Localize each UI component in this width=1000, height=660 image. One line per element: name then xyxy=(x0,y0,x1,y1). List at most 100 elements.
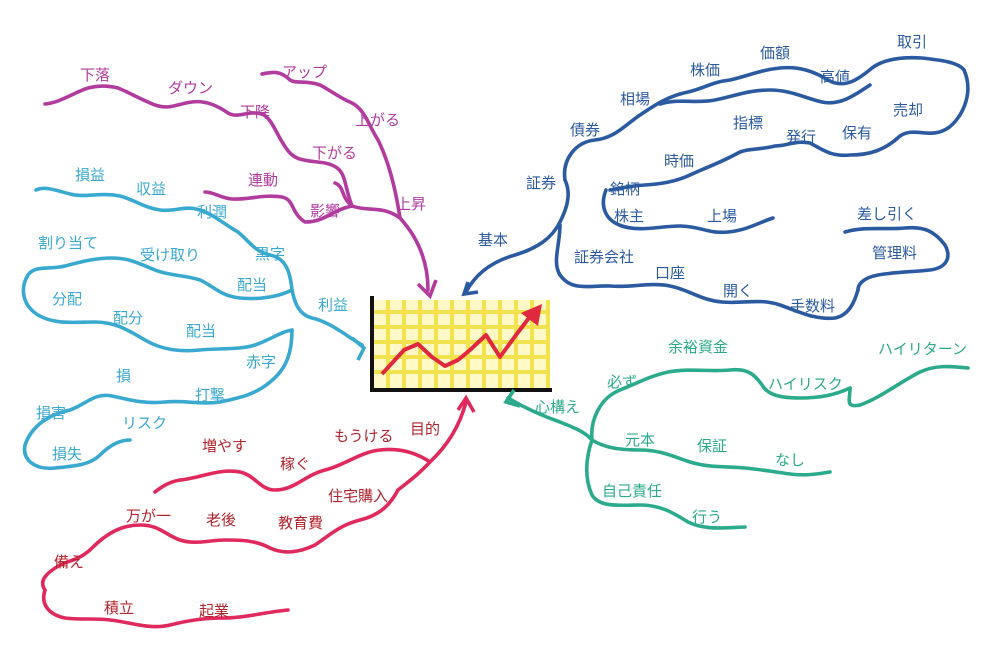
label-hoshou: 保証 xyxy=(697,437,727,455)
teal-self-branch xyxy=(584,438,747,530)
label-takane: 高値 xyxy=(820,68,850,86)
label-hiraku: 開く xyxy=(723,282,753,300)
chart-arrow-head xyxy=(521,304,542,326)
teal-main-branch xyxy=(506,396,594,442)
blue-securities-branch xyxy=(562,55,966,182)
label-haitou-2: 配当 xyxy=(186,322,216,340)
chart-axes xyxy=(370,296,552,392)
label-sonshitsu: 損失 xyxy=(52,445,82,463)
label-yoyuu-shikin: 余裕資金 xyxy=(668,338,728,356)
blue-company-branch xyxy=(554,223,860,321)
label-sashihiku: 差し引く xyxy=(857,205,917,223)
branch-purple xyxy=(43,70,438,300)
blue-arrow-icon xyxy=(461,281,479,297)
label-shihyou: 指標 xyxy=(733,114,763,132)
label-meigara: 銘柄 xyxy=(610,180,640,198)
label-akaji: 赤字 xyxy=(246,353,276,371)
pink-future-branch xyxy=(40,488,400,592)
label-kokorogamae: 心構え xyxy=(535,398,580,416)
label-rijun: 利潤 xyxy=(197,203,227,221)
label-kasegu: 稼ぐ xyxy=(280,455,310,473)
purple-right-branch xyxy=(260,70,402,220)
label-kuroji: 黒字 xyxy=(255,245,285,263)
label-kigyou: 起業 xyxy=(199,602,229,620)
label-son: 損 xyxy=(116,367,131,385)
label-mokuteki: 目的 xyxy=(410,420,440,438)
cyan-dividend-branch xyxy=(21,256,294,353)
label-down: ダウン xyxy=(168,79,213,97)
label-wariate: 割り当て xyxy=(38,234,98,252)
cyan-main-branch xyxy=(34,186,364,347)
blue-fee-branch xyxy=(843,225,950,292)
label-kakou: 下降 xyxy=(240,103,270,121)
label-ganpon: 元本 xyxy=(625,431,655,449)
label-mangaichi: 万が一 xyxy=(126,507,171,525)
label-nashi: なし xyxy=(775,451,805,469)
label-fuyasu: 増やす xyxy=(202,437,247,455)
label-joushou: 上昇 xyxy=(396,195,426,213)
label-kihon: 基本 xyxy=(478,231,508,249)
blue-price-branch xyxy=(658,83,872,106)
teal-must-branch xyxy=(589,367,852,442)
label-shouken: 証券 xyxy=(526,174,556,192)
central-chart-image xyxy=(370,296,552,392)
blue-shares-branch xyxy=(601,188,775,235)
chart-trend-line xyxy=(380,312,534,376)
label-jiko-sekinin: 自己責任 xyxy=(602,482,662,500)
label-tesuuryou: 手数料 xyxy=(790,297,835,315)
branch-cyan xyxy=(21,186,367,471)
label-torihiki: 取引 xyxy=(897,33,927,51)
purple-upper-branch xyxy=(43,84,354,208)
label-dageki: 打撃 xyxy=(195,386,225,404)
purple-main-branch xyxy=(333,181,430,292)
label-sagaru: 下がる xyxy=(312,144,357,162)
label-sonae: 備え xyxy=(54,553,84,571)
pink-earn-branch xyxy=(153,447,432,494)
label-uketori: 受け取り xyxy=(140,246,200,264)
label-high-risk: ハイリスク xyxy=(768,375,843,393)
label-eikyou: 影響 xyxy=(310,202,340,220)
label-kabuka: 株価 xyxy=(690,61,720,79)
pink-arrow-icon xyxy=(456,394,476,413)
label-haibun: 配分 xyxy=(113,309,143,327)
label-baikyaku: 売却 xyxy=(893,101,923,119)
label-kouza: 口座 xyxy=(655,264,685,282)
blue-main-branch xyxy=(464,178,570,294)
branch-blue xyxy=(461,55,970,321)
pink-save-branch xyxy=(42,588,290,629)
pink-main-branch xyxy=(396,400,468,492)
label-geraku: 下落 xyxy=(80,66,110,84)
label-okonau: 行う xyxy=(692,508,722,526)
label-kabunushi: 株主 xyxy=(614,207,644,225)
label-up: アップ xyxy=(282,63,327,81)
cyan-loss-branch xyxy=(22,328,294,471)
label-joujou: 上場 xyxy=(707,207,737,225)
teal-risk-branch xyxy=(847,364,970,408)
label-tsumitate: 積立 xyxy=(104,599,134,617)
label-kyouikuhi: 教育費 xyxy=(278,514,323,532)
label-shouken-gaisha: 証券会社 xyxy=(574,248,634,266)
label-haitou-1: 配当 xyxy=(237,276,267,294)
label-high-return: ハイリターン xyxy=(878,340,967,358)
label-songai: 損害 xyxy=(36,404,66,422)
label-hoyuu: 保有 xyxy=(842,124,872,142)
label-juutaku-kounyuu: 住宅購入 xyxy=(328,487,388,505)
label-bunpai: 分配 xyxy=(52,290,82,308)
label-saiken: 債券 xyxy=(570,121,600,139)
purple-lower-branch xyxy=(203,190,354,224)
label-kanriryou: 管理料 xyxy=(872,244,917,262)
purple-arrow-icon xyxy=(416,279,438,300)
teal-principal-branch xyxy=(590,438,832,477)
branch-teal xyxy=(503,364,970,530)
label-risk: リスク xyxy=(122,414,167,432)
label-souba: 相場 xyxy=(620,90,650,108)
label-rougo: 老後 xyxy=(206,511,236,529)
label-rieki: 利益 xyxy=(318,296,348,314)
label-kanarazu: 必ず xyxy=(607,373,637,391)
label-soneki: 損益 xyxy=(75,166,105,184)
teal-arrow-icon xyxy=(503,389,521,408)
label-jika: 時価 xyxy=(664,152,694,170)
label-kagaku: 価額 xyxy=(760,44,790,62)
branch-pink xyxy=(40,394,476,629)
